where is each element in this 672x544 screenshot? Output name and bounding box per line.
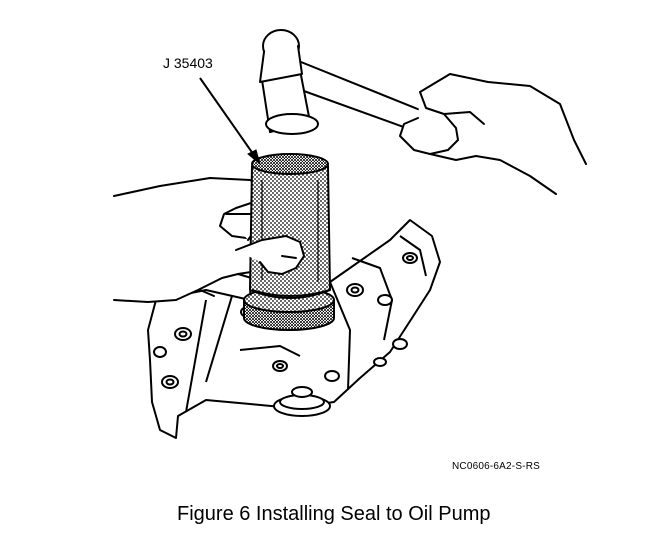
hammer [259,29,441,139]
reference-code: NC0606-6A2-S-RS [452,461,541,472]
tool-callout-label: J 35403 [163,55,213,71]
thumb [235,235,305,275]
callout-arrow [199,77,261,166]
striking-hand [399,73,587,195]
figure-caption: Figure 6 Installing Seal to Oil Pump [177,503,491,525]
